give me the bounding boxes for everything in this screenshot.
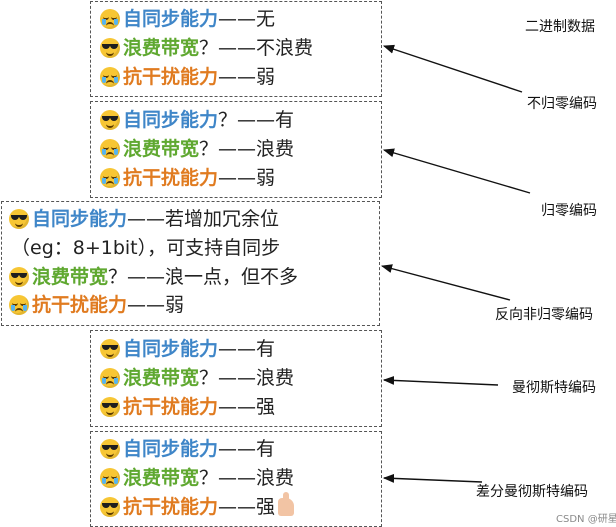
encoding-box-1 <box>90 101 382 198</box>
waste-keyword: 浪费带宽 <box>123 37 200 59</box>
waste-keyword: 浪费带宽 <box>123 467 200 489</box>
property-row: 抗干扰能力——强 <box>100 492 295 519</box>
sunglasses-face-icon <box>100 110 120 130</box>
arrow-manchester <box>382 375 499 386</box>
crying-face-icon <box>9 295 29 315</box>
sync-keyword: 自同步能力 <box>123 8 219 30</box>
crying-face-icon <box>100 368 120 388</box>
property-value: ——强 <box>218 496 276 518</box>
encoding-box-2 <box>1 201 380 326</box>
anti-keyword: 抗干扰能力 <box>123 396 219 418</box>
property-value: ？——有 <box>218 109 295 131</box>
sync-keyword: 自同步能力 <box>123 438 219 460</box>
property-row: 浪费带宽？——浪费 <box>100 466 294 490</box>
property-value: ——弱 <box>127 294 185 316</box>
sunglasses-face-icon <box>9 209 29 229</box>
property-value: （eg：8+1bit），可支持自同步 <box>11 237 281 259</box>
property-row: 自同步能力？——有 <box>100 108 294 132</box>
property-row: 浪费带宽？——浪费 <box>100 366 294 390</box>
property-row: 浪费带宽？——浪费 <box>100 137 294 161</box>
property-row: 抗干扰能力——强 <box>100 395 275 419</box>
thumbs-up-icon <box>278 492 295 516</box>
sunglasses-face-icon <box>100 397 120 417</box>
anti-keyword: 抗干扰能力 <box>123 496 219 518</box>
property-value: ——有 <box>218 338 276 360</box>
property-row: 抗干扰能力——弱 <box>100 166 275 190</box>
sunglasses-face-icon <box>100 439 120 459</box>
watermark: CSDN @研星 <box>556 514 616 525</box>
encoding-label-2: 反向非归零编码 <box>495 307 593 323</box>
encoding-box-0 <box>90 1 382 97</box>
arrow-nrz <box>382 44 523 93</box>
sync-keyword: 自同步能力 <box>32 208 128 230</box>
property-row: 抗干扰能力——弱 <box>100 65 275 89</box>
property-value: ？——不浪费 <box>199 37 314 59</box>
waste-keyword: 浪费带宽 <box>32 266 109 288</box>
property-value: ？——浪费 <box>199 467 295 489</box>
property-value: ？——浪费 <box>199 138 295 160</box>
property-row: 浪费带宽？——浪一点，但不多 <box>9 265 298 289</box>
encoding-label-1: 归零编码 <box>541 203 597 219</box>
encoding-label-3: 曼彻斯特编码 <box>512 380 596 396</box>
waste-keyword: 浪费带宽 <box>123 138 200 160</box>
property-value: ——有 <box>218 438 276 460</box>
arrow-nrzi <box>380 264 511 301</box>
encoding-label-4: 差分曼彻斯特编码 <box>476 484 588 500</box>
property-value: ？——浪一点，但不多 <box>108 266 299 288</box>
arrow-diff-manchester <box>382 473 483 483</box>
property-row: 抗干扰能力——弱 <box>9 293 184 317</box>
anti-keyword: 抗干扰能力 <box>123 66 219 88</box>
property-value: ——强 <box>218 396 276 418</box>
arrow-rz <box>382 148 531 194</box>
property-value: ——弱 <box>218 167 276 189</box>
property-row: 自同步能力 ——有 <box>100 337 275 361</box>
anti-keyword: 抗干扰能力 <box>32 294 128 316</box>
crying-face-icon <box>100 168 120 188</box>
sunglasses-face-icon <box>9 267 29 287</box>
property-value: ——弱 <box>218 66 276 88</box>
property-row: 自同步能力——若增加冗余位 <box>9 207 279 231</box>
waste-keyword: 浪费带宽 <box>123 367 200 389</box>
property-row: （eg：8+1bit），可支持自同步 <box>9 236 280 260</box>
property-value: ——若增加冗余位 <box>127 208 280 230</box>
encoding-box-3 <box>90 330 382 427</box>
crying-face-icon <box>100 9 120 29</box>
crying-face-icon <box>100 67 120 87</box>
sync-keyword: 自同步能力 <box>123 109 219 131</box>
title-label: 二进制数据 <box>525 19 595 35</box>
sunglasses-face-icon <box>100 38 120 58</box>
crying-face-icon <box>100 139 120 159</box>
property-value: ——无 <box>218 8 276 30</box>
crying-face-icon <box>100 468 120 488</box>
anti-keyword: 抗干扰能力 <box>123 167 219 189</box>
property-row: 浪费带宽？——不浪费 <box>100 36 313 60</box>
sunglasses-face-icon <box>100 339 120 359</box>
sunglasses-face-icon <box>100 497 120 517</box>
property-row: 自同步能力 ——有 <box>100 437 275 461</box>
encoding-label-0: 不归零编码 <box>527 96 597 112</box>
sync-keyword: 自同步能力 <box>123 338 219 360</box>
property-row: 自同步能力——无 <box>100 7 275 31</box>
property-value: ？——浪费 <box>199 367 295 389</box>
